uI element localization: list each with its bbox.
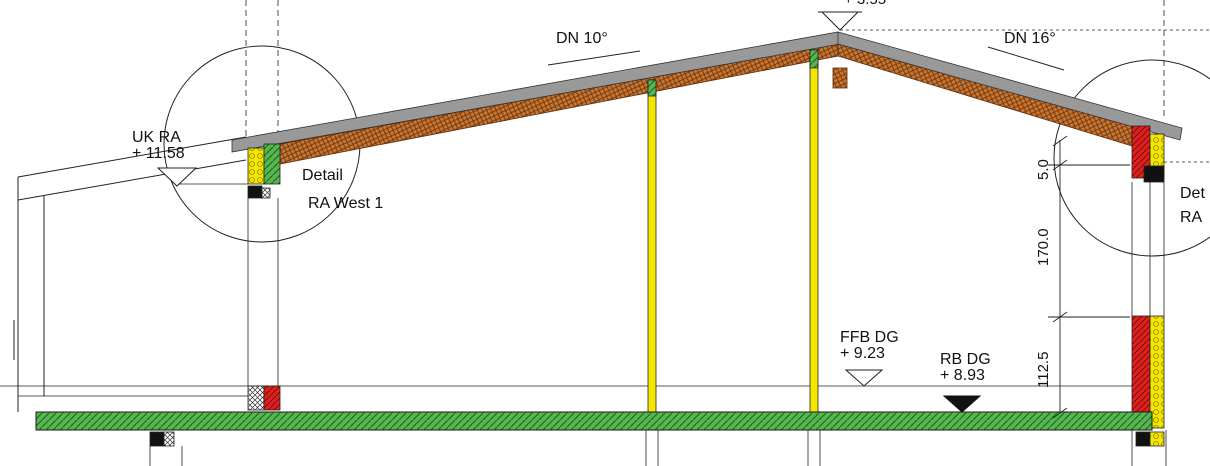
interior-columns [645, 49, 821, 466]
construction-lines [0, 0, 1210, 397]
floor-slab [35, 411, 1153, 431]
level-marker-ffb [844, 369, 884, 387]
detail-circle-right [1053, 59, 1210, 257]
left-wall-base [247, 385, 281, 411]
left-wall-head [247, 143, 281, 386]
foundation-blocks [149, 431, 1165, 466]
dim-top: 5.0 [1035, 159, 1052, 180]
rb-value: + 8.93 [940, 367, 985, 384]
ffb-value: + 9.23 [840, 345, 885, 362]
roof-pitch-right: DN 16° [1004, 30, 1056, 47]
uk-ra-title: UK RA [132, 129, 181, 146]
dimension-chain [1048, 135, 1130, 419]
right-wall [1131, 125, 1167, 466]
rb-title: RB DG [940, 351, 991, 368]
detail-left-line1: Detail [302, 167, 343, 184]
detail-left-line2: RA West 1 [308, 195, 383, 212]
dim-bottom: 112.5 [1035, 352, 1052, 388]
uk-ra-value: + 11.58 [132, 145, 185, 162]
ridge-purlin [832, 67, 848, 89]
level-marker-uk-ra [156, 167, 198, 187]
roof-insulation-left [279, 43, 839, 165]
detail-right-line1: Det [1180, 185, 1205, 202]
roof-cover-left [231, 31, 841, 153]
pitch-line-left [547, 50, 641, 66]
ffb-title: FFB DG [840, 329, 899, 346]
level-marker-rb [942, 395, 982, 413]
left-annex [13, 136, 247, 412]
roof-cover-right [837, 31, 1183, 141]
level-marker-top [820, 11, 860, 31]
dim-mid: 170.0 [1035, 228, 1052, 266]
roof-pitch-left: DN 10° [556, 30, 608, 47]
pitch-line-right [987, 46, 1065, 71]
detail-right-line2: RA [1180, 209, 1203, 226]
roof-insulation-right [837, 43, 1133, 147]
top-level-value: + 3.55 [844, 0, 886, 8]
